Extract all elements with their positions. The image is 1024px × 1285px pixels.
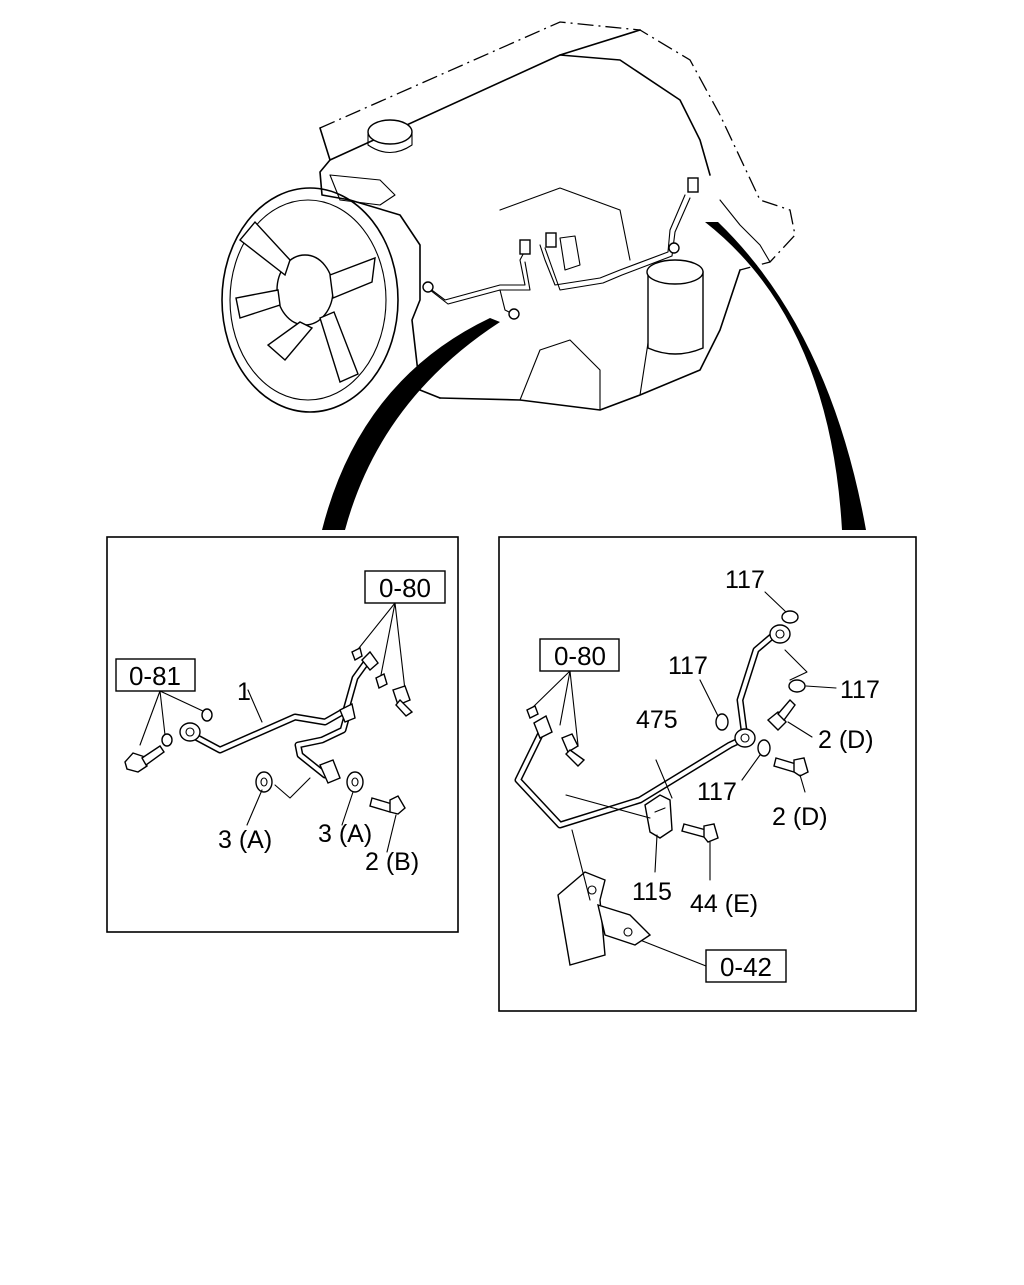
bolt-2d-upper — [766, 698, 796, 731]
pipe-1 — [179, 650, 379, 784]
oil-filter — [647, 271, 704, 355]
left-detail-frame — [106, 536, 459, 933]
right-detail-frame — [498, 536, 917, 1012]
washer-117-low — [757, 739, 771, 757]
ref-box-0-80-left — [364, 570, 446, 604]
bolt-44e — [681, 823, 719, 843]
ref-0-81-text: 0-81 — [129, 661, 181, 691]
pipe-475 — [514, 624, 791, 829]
right-detail-panel: 0-80 0-42 — [498, 536, 917, 1012]
label-117-low: 117 — [697, 778, 737, 806]
bracket — [557, 871, 652, 966]
label-3a-left: 3 (A) — [218, 826, 272, 854]
label-475: 475 — [636, 706, 678, 734]
label-2b: 2 (B) — [365, 848, 419, 876]
ref-box-0-80-right — [539, 638, 620, 672]
label-117-top: 117 — [725, 566, 765, 594]
label-115: 115 — [632, 878, 672, 906]
bolt-2d-lower — [773, 757, 809, 777]
washer-3a-left — [255, 771, 273, 793]
bolt-left — [124, 745, 165, 773]
bolt-2b — [369, 795, 406, 815]
ref-box-0-81 — [115, 658, 196, 692]
ref-0-42-text: 0-42 — [720, 952, 772, 982]
ref-box-0-42 — [705, 949, 787, 983]
label-3a-right: 3 (A) — [318, 820, 372, 848]
label-2d-lower: 2 (D) — [772, 803, 828, 831]
ref-0-80-left-text: 0-80 — [379, 573, 431, 603]
washer-117-right — [788, 679, 806, 693]
washer-3a-right — [346, 771, 364, 793]
clamp-115 — [644, 794, 673, 839]
label-2d-upper: 2 (D) — [818, 726, 874, 754]
left-detail-panel: 0-81 0-80 — [106, 536, 459, 933]
fan — [221, 187, 399, 413]
ref-0-80-right-text: 0-80 — [554, 641, 606, 671]
label-44e: 44 (E) — [690, 890, 758, 918]
engine-overview — [221, 21, 796, 413]
right-callout-sweep — [705, 222, 866, 530]
washer-117-top — [781, 610, 799, 624]
filler-cap — [367, 119, 413, 145]
label-117-mid: 117 — [668, 652, 708, 680]
washer-117-mid — [715, 713, 729, 731]
label-1: 1 — [237, 678, 251, 706]
left-callout-sweep — [322, 318, 500, 530]
label-117-right: 117 — [840, 676, 880, 704]
